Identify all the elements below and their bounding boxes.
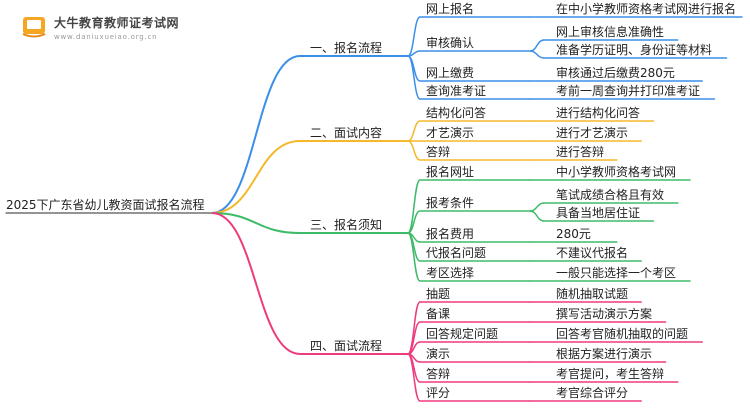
detail-label: 进行才艺演示: [556, 125, 628, 140]
item-connector: [407, 179, 421, 234]
detail-label: 考前一周查询并打印准考证: [556, 83, 700, 98]
detail-connector: [529, 210, 545, 222]
detail-label: 撰写活动演示方案: [556, 306, 652, 321]
branch-connector: [211, 212, 301, 355]
item-label: 报名费用: [426, 226, 474, 241]
item-connector: [407, 353, 421, 402]
item-label: 回答规定问题: [426, 326, 498, 341]
detail-label: 随机抽取试题: [556, 286, 628, 301]
detail-connector: [529, 50, 545, 59]
detail-label: 网上审核信息准确性: [556, 24, 664, 39]
branch-connector: [211, 140, 301, 214]
branch-connector: [211, 212, 301, 234]
item-label: 报考条件: [426, 195, 474, 210]
item-label: 答辩: [426, 144, 450, 159]
branch-label: 四、面试流程: [310, 338, 382, 353]
item-connector: [407, 232, 421, 282]
item-label: 备课: [426, 307, 450, 321]
detail-connector: [529, 39, 545, 52]
item-label: 演示: [426, 346, 450, 361]
detail-label: 具备当地居住证: [556, 206, 640, 220]
detail-label: 进行答辩: [556, 144, 604, 159]
item-label: 查询准考证: [426, 84, 486, 98]
detail-connector: [529, 202, 545, 212]
branch-label: 三、报名须知: [310, 217, 382, 232]
item-label: 报名网址: [426, 164, 474, 179]
item-label: 考区选择: [426, 266, 474, 280]
detail-label: 280元: [556, 227, 591, 241]
detail-label: 审核通过后缴费280元: [556, 65, 675, 80]
detail-label: 准备学历证明、身份证等材料: [556, 42, 712, 57]
item-label: 代报名问题: [426, 245, 486, 260]
item-label: 答辩: [426, 366, 450, 381]
detail-label: 笔试成绩合格且有效: [556, 187, 664, 202]
root-topic: 2025下广东省幼儿教资面试报名流程: [6, 198, 205, 212]
branch-connector: [211, 55, 301, 214]
detail-label: 考官提问，考生答辩: [556, 366, 664, 381]
book-logo-icon: [22, 17, 46, 38]
item-connector: [407, 140, 421, 161]
detail-label: 根据方案进行演示: [556, 346, 652, 361]
detail-label: 进行结构化问答: [556, 105, 640, 120]
detail-label: 一般只能选择一个考区: [556, 265, 676, 280]
item-label: 结构化问答: [426, 105, 486, 120]
detail-label: 在中小学教师资格考试网进行报名: [556, 1, 736, 16]
item-label: 才艺演示: [426, 125, 474, 140]
item-connector: [407, 16, 421, 57]
detail-label: 回答考官随机抽取的问题: [556, 326, 688, 341]
item-label: 网上缴费: [426, 65, 474, 80]
detail-label: 不建议代报名: [556, 245, 628, 260]
item-label: 评分: [426, 386, 450, 400]
logo: 大牛教育教师证考试网 www.daniuxueiao.org.cn: [14, 6, 214, 46]
detail-label: 中小学教师资格考试网: [556, 164, 676, 179]
branch-label: 一、报名流程: [310, 40, 382, 55]
item-connector: [407, 210, 421, 234]
logo-url: www.daniuxueiao.org.cn: [54, 33, 158, 41]
branch-label: 二、面试内容: [310, 125, 382, 140]
item-connector: [407, 120, 421, 142]
logo-title: 大牛教育教师证考试网: [54, 16, 180, 30]
detail-label: 考官综合评分: [556, 385, 628, 400]
item-label: 抽题: [426, 287, 450, 301]
item-connector: [407, 55, 421, 100]
item-label: 网上报名: [426, 1, 474, 16]
item-connector: [407, 301, 421, 355]
item-label: 审核确认: [426, 35, 474, 50]
